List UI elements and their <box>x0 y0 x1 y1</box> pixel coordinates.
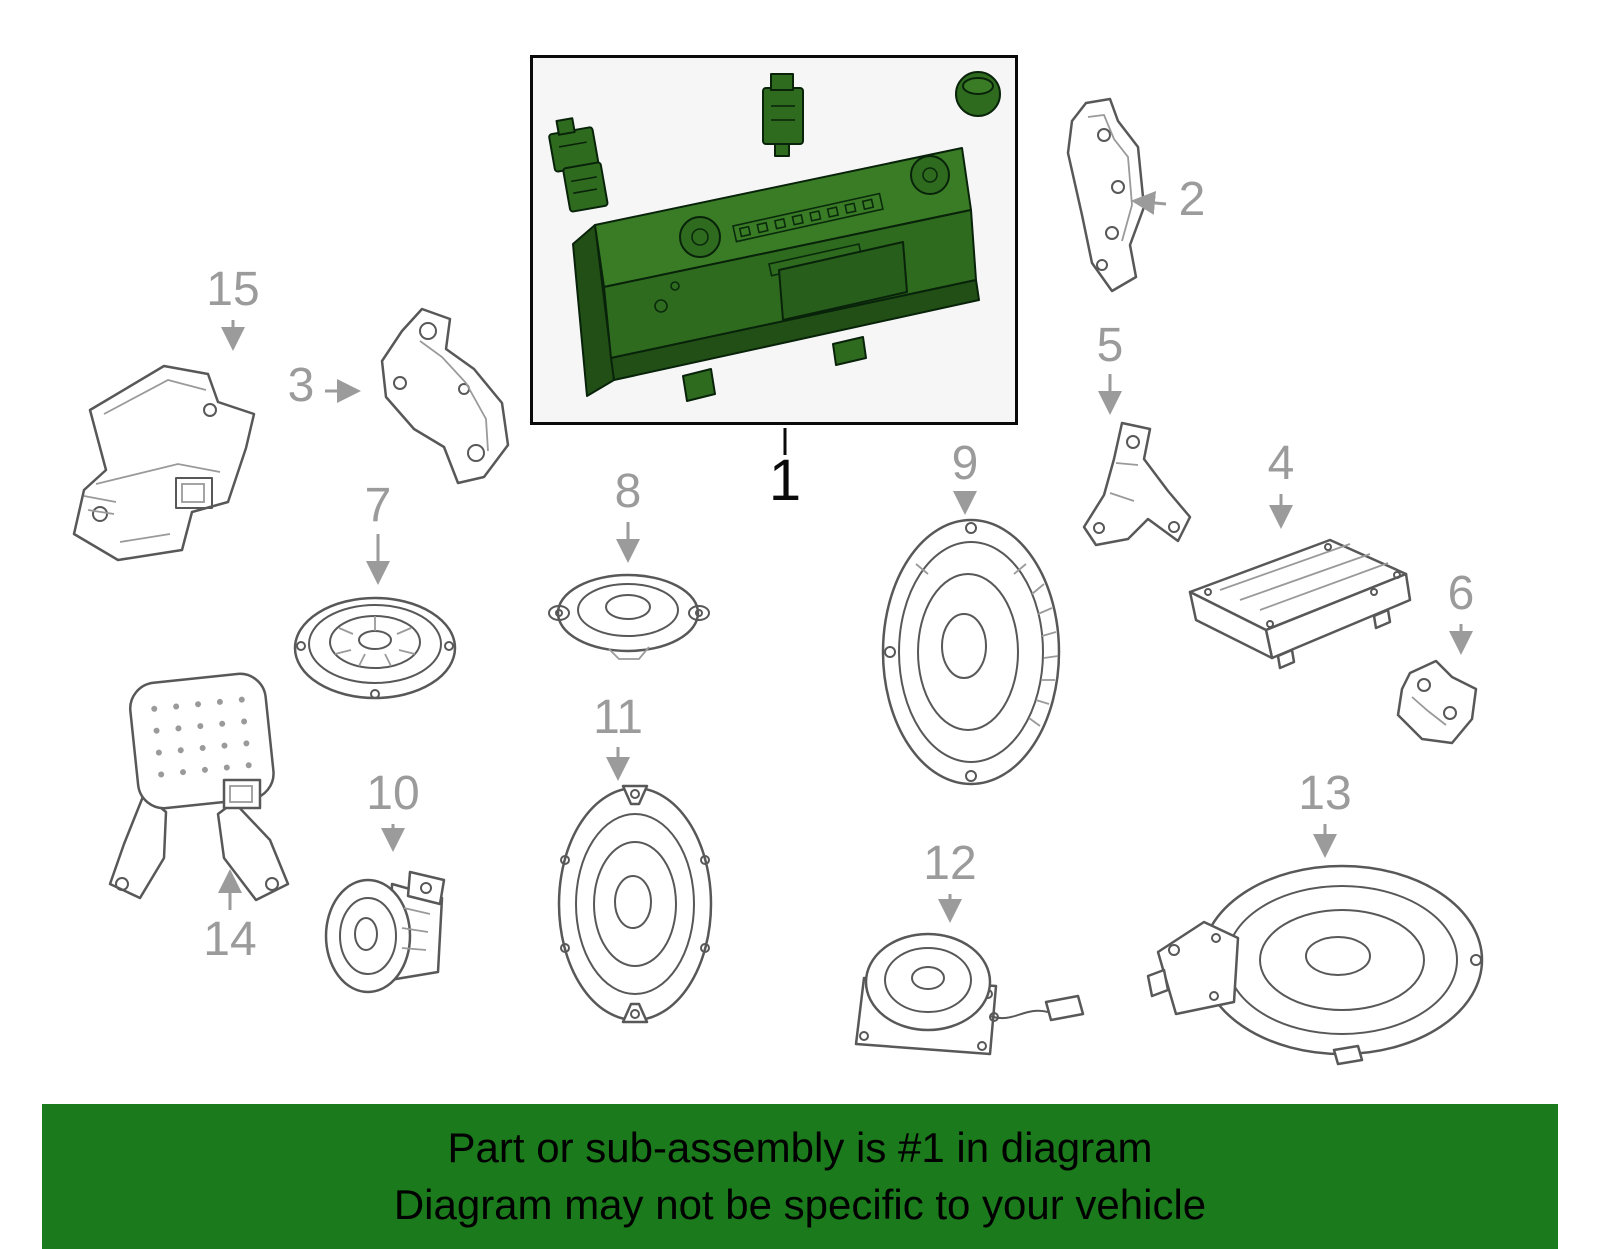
radio-knob-icon <box>955 71 1001 117</box>
part-3-label: 3 <box>287 359 315 412</box>
part-10-drawing <box>324 870 446 994</box>
part-11-drawing <box>557 784 713 1024</box>
part-15-drawing <box>72 364 256 562</box>
part-6-label: 6 <box>1447 567 1475 620</box>
radio-connector-a-icon <box>548 117 609 213</box>
part-11-label: 11 <box>593 691 643 744</box>
part-14-drawing <box>108 672 290 902</box>
part-8-label: 8 <box>614 465 642 518</box>
part-2-drawing <box>1066 97 1146 293</box>
part-7-drawing <box>293 596 457 700</box>
part-13-label: 13 <box>1298 767 1352 820</box>
part-4-drawing <box>1188 538 1412 670</box>
banner-line-1: Part or sub-assembly is #1 in diagram <box>447 1124 1153 1172</box>
banner-line-2: Diagram may not be specific to your vehi… <box>393 1180 1207 1228</box>
part-10-label: 10 <box>366 767 420 820</box>
part-12-drawing <box>854 932 1085 1056</box>
part-15-label: 15 <box>206 263 260 316</box>
part-3-drawing <box>380 307 510 485</box>
part-4-label: 4 <box>1267 437 1295 490</box>
part-12-label: 12 <box>923 837 977 890</box>
part-9-drawing <box>881 518 1061 786</box>
part-1-label: 1 <box>768 448 802 513</box>
part-13-drawing <box>1146 864 1484 1066</box>
part-8-drawing <box>548 573 710 660</box>
part-6-drawing <box>1396 659 1478 745</box>
radio-connector-b-icon <box>762 73 804 157</box>
part-2-label: 2 <box>1178 173 1206 226</box>
part-1-drawing <box>548 71 1001 402</box>
part-7-label: 7 <box>364 479 392 532</box>
radio-body <box>572 147 980 402</box>
part-5-label: 5 <box>1096 319 1124 372</box>
part-9-label: 9 <box>951 437 979 490</box>
part-14-label: 14 <box>203 913 257 966</box>
part-5-drawing <box>1082 421 1192 547</box>
info-banner: Part or sub-assembly is #1 in diagram Di… <box>42 1104 1558 1249</box>
